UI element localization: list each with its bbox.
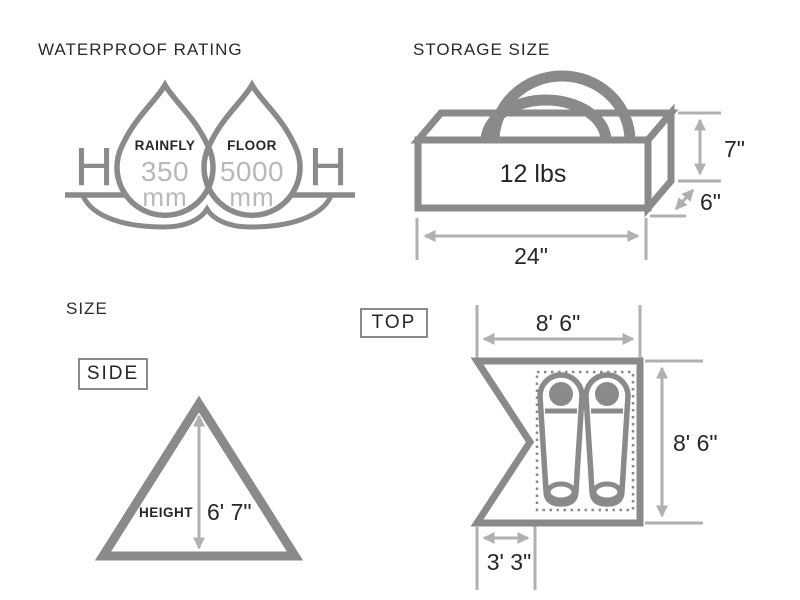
sleeping-bag-icon: [583, 372, 631, 507]
water-drop-rainfly: [114, 79, 216, 219]
sleeper-head: [549, 382, 573, 406]
storage-title: STORAGE SIZE: [413, 40, 551, 59]
bag-width-value: 24": [514, 243, 548, 269]
sleeping-bag-icon: [537, 372, 585, 507]
rainfly-value: 350: [141, 156, 189, 187]
hydrostatic-h-right: H: [309, 137, 348, 197]
waterproof-diagram: H H RAINFLY 350 mm FLOOR 5000 mm: [65, 79, 355, 230]
rainfly-unit: mm: [142, 182, 187, 212]
floor-value: 5000: [220, 156, 284, 187]
side-view-diagram: HEIGHT 6' 7": [94, 395, 304, 561]
bag-foot: [545, 481, 577, 503]
tent-side-outline: [94, 395, 304, 561]
bag-front-face: [414, 136, 652, 212]
top-width-value: 8' 6": [536, 310, 581, 336]
floor-unit: mm: [229, 182, 274, 212]
top-view-label: TOP: [360, 308, 428, 338]
floor-dotted-area: [535, 370, 635, 512]
depth-dim-arrow: [674, 188, 695, 211]
waterproof-title: WATERPROOF RATING: [38, 40, 243, 59]
bag-handle-front: [480, 94, 612, 142]
top-length-value: 8' 6": [673, 430, 718, 456]
side-view-label: SIDE: [78, 358, 148, 390]
water-drop-floor: [201, 79, 303, 219]
floor-label: FLOOR: [227, 138, 277, 153]
bag-depth-value: 6": [700, 189, 721, 215]
top-view-diagram: 8' 6" 8' 6" 3' 3": [470, 305, 718, 590]
bag-foot: [591, 481, 623, 503]
height-label: HEIGHT: [139, 505, 193, 520]
rainfly-label: RAINFLY: [135, 138, 196, 153]
hydrostatic-h-left: H: [75, 137, 114, 197]
door-width-value: 3' 3": [487, 549, 532, 575]
size-title: SIZE: [66, 299, 108, 318]
height-value: 6' 7": [207, 499, 252, 525]
ripple-line: [80, 194, 334, 230]
bag-height-value: 7": [724, 136, 745, 162]
sleeper-head: [595, 382, 619, 406]
storage-bag-diagram: 12 lbs 7" 6" 24": [410, 70, 745, 269]
bag-weight: 12 lbs: [500, 160, 567, 188]
